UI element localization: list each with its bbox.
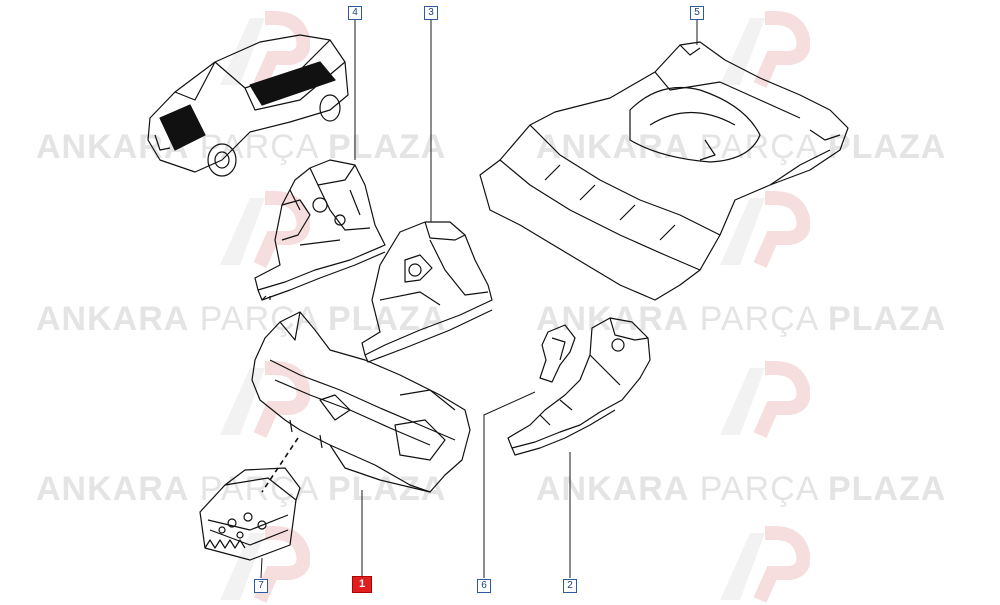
watermark-text: ANKARA PARÇA PLAZA — [36, 470, 447, 508]
part-1-illustration — [251, 311, 471, 493]
callout-part-5[interactable]: 5 — [690, 6, 704, 20]
watermark-logo-icon — [720, 526, 810, 603]
callout-part-6[interactable]: 6 — [477, 579, 491, 593]
leader-line-6 — [483, 391, 536, 578]
watermark-logo-icon — [720, 191, 810, 268]
car-overview-illustration — [147, 34, 349, 177]
part-5-illustration — [479, 41, 849, 301]
watermark-logo-icon — [720, 361, 810, 438]
leader-line-7 — [260, 557, 263, 579]
watermark-logo-icon — [220, 191, 310, 268]
dashed-leader-line — [261, 437, 299, 493]
watermark-logo-icon — [720, 11, 810, 88]
callout-part-2[interactable]: 2 — [563, 579, 577, 593]
callout-part-1-selected[interactable]: 1 — [352, 576, 372, 593]
part-3-illustration — [361, 221, 493, 363]
watermark-text: ANKARA PARÇA PLAZA — [36, 128, 447, 166]
callout-part-7[interactable]: 7 — [254, 579, 268, 593]
part-4-illustration — [254, 159, 386, 301]
part-6-illustration — [539, 324, 576, 383]
part-7-illustration — [199, 467, 301, 561]
part-2-illustration — [507, 317, 651, 456]
watermark-logo-icon — [220, 526, 310, 603]
callout-part-4[interactable]: 4 — [348, 6, 362, 20]
watermark-text: ANKARA PARÇA PLAZA — [536, 470, 947, 508]
callout-part-3[interactable]: 3 — [424, 6, 438, 20]
watermark-text: ANKARA PARÇA PLAZA — [36, 300, 447, 338]
watermark-text: ANKARA PARÇA PLAZA — [536, 128, 947, 166]
